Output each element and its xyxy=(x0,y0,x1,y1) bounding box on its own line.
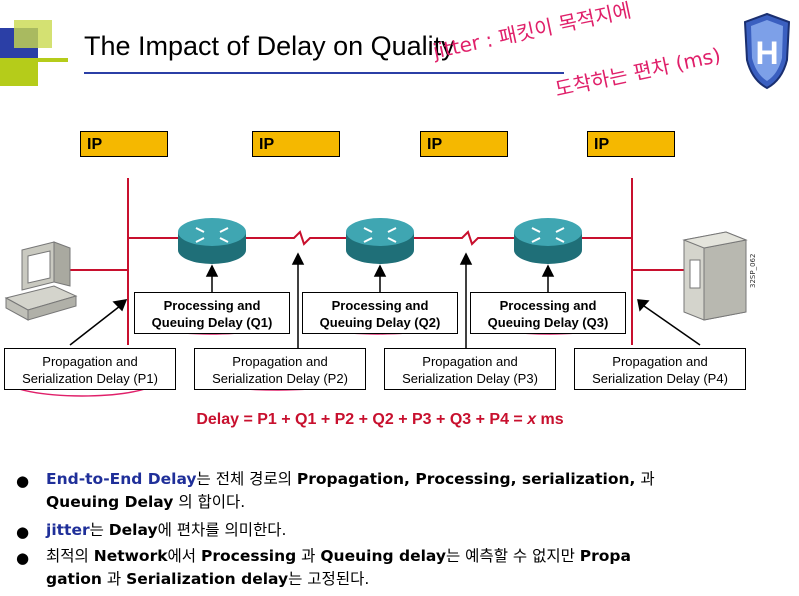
bullet-plain: 과 xyxy=(635,470,655,488)
box-label: Propagation and xyxy=(612,354,708,369)
bullet-term: Delay xyxy=(108,521,158,539)
box-label: Serialization Delay (P1) xyxy=(22,371,158,386)
ip-box: IP xyxy=(80,131,168,157)
pc-icon xyxy=(4,241,78,321)
bullet-plain: 에서 xyxy=(167,547,201,565)
bullet-plain: 과 xyxy=(101,570,127,588)
router-icon xyxy=(178,218,246,264)
box-label: Processing and xyxy=(499,298,597,313)
box-label: Serialization Delay (P2) xyxy=(212,371,348,386)
corner-accent xyxy=(0,20,68,86)
ip-box: IP xyxy=(420,131,508,157)
queuing-delay-box-q1: Processing and Queuing Delay (Q1) xyxy=(134,292,290,334)
title-underline xyxy=(84,72,564,74)
propagation-delay-box-p3: Propagation and Serialization Delay (P3) xyxy=(384,348,556,390)
bullet-term: Queuing Delay xyxy=(46,493,174,511)
router-icon xyxy=(514,218,582,264)
server-icon xyxy=(682,231,748,321)
bullet-term: Propa xyxy=(579,547,631,565)
bullet-term: Queuing delay xyxy=(320,547,446,565)
bullet-term: End-to-End Delay xyxy=(46,470,197,488)
delay-formula: Delay = P1 + Q1 + P2 + Q2 + P3 + Q3 + P4… xyxy=(0,411,760,429)
box-label: Processing and xyxy=(331,298,429,313)
figure-code: 32SP_062 xyxy=(749,253,757,288)
box-label: Serialization Delay (P4) xyxy=(592,371,728,386)
shield-logo-icon: H xyxy=(743,12,791,90)
formula-unit: ms xyxy=(536,411,564,428)
box-label: Propagation and xyxy=(232,354,328,369)
bullet-plain: 는 고정된다. xyxy=(288,570,370,588)
router-icon xyxy=(346,218,414,264)
bullet-plain: 는 예측할 수 없지만 xyxy=(445,547,580,565)
bullet-plain: 의 합이다. xyxy=(173,493,246,511)
bullet-term: Network xyxy=(93,547,168,565)
propagation-delay-box-p4: Propagation and Serialization Delay (P4) xyxy=(574,348,746,390)
bullet-term: Propagation, Processing, serialization, xyxy=(296,470,636,488)
bullet-plain: 는 xyxy=(89,521,109,539)
bullet-plain: 는 전체 경로의 xyxy=(196,470,297,488)
bullet-plain: 과 xyxy=(296,547,321,565)
propagation-delay-box-p2: Propagation and Serialization Delay (P2) xyxy=(194,348,366,390)
bullet-text-2: jitter는 Delay에 편차를 의미한다. xyxy=(46,519,786,542)
bullet-plain: 에 편차를 의미한다. xyxy=(157,521,287,539)
bullet-term: Serialization delay xyxy=(126,570,289,588)
box-label: Propagation and xyxy=(422,354,518,369)
ip-box: IP xyxy=(252,131,340,157)
box-label: Queuing Delay (Q3) xyxy=(487,315,609,330)
bullet-term: Processing xyxy=(201,547,297,565)
bullet-dot: ● xyxy=(16,523,30,541)
ip-box: IP xyxy=(587,131,675,157)
bullet-term: jitter xyxy=(46,521,90,539)
page-title: The Impact of Delay on Quality xyxy=(84,31,455,61)
queuing-delay-box-q2: Processing and Queuing Delay (Q2) xyxy=(302,292,458,334)
bullet-plain: 최적의 xyxy=(46,547,94,565)
bullet-dot: ● xyxy=(16,549,30,567)
box-label: Propagation and xyxy=(42,354,138,369)
box-label: Processing and xyxy=(163,298,261,313)
serial-link-1 xyxy=(246,230,346,246)
propagation-delay-box-p1: Propagation and Serialization Delay (P1) xyxy=(4,348,176,390)
queuing-delay-box-q3: Processing and Queuing Delay (Q3) xyxy=(470,292,626,334)
bullet-text-1: End-to-End Delay는 전체 경로의 Propagation, Pr… xyxy=(46,468,786,514)
svg-text:H: H xyxy=(755,35,778,71)
bullet-dot: ● xyxy=(16,472,30,490)
formula-main: Delay = P1 + Q1 + P2 + Q2 + P3 + Q3 + P4… xyxy=(196,411,528,428)
formula-variable: x xyxy=(527,411,537,428)
box-label: Serialization Delay (P3) xyxy=(402,371,538,386)
box-label: Queuing Delay (Q2) xyxy=(319,315,441,330)
network-diagram xyxy=(4,178,748,397)
bullet-term: gation xyxy=(46,570,102,588)
bullet-text-3: 최적의 Network에서 Processing 과 Queuing delay… xyxy=(46,545,786,591)
serial-link-2 xyxy=(414,230,514,246)
box-label: Queuing Delay (Q1) xyxy=(151,315,273,330)
